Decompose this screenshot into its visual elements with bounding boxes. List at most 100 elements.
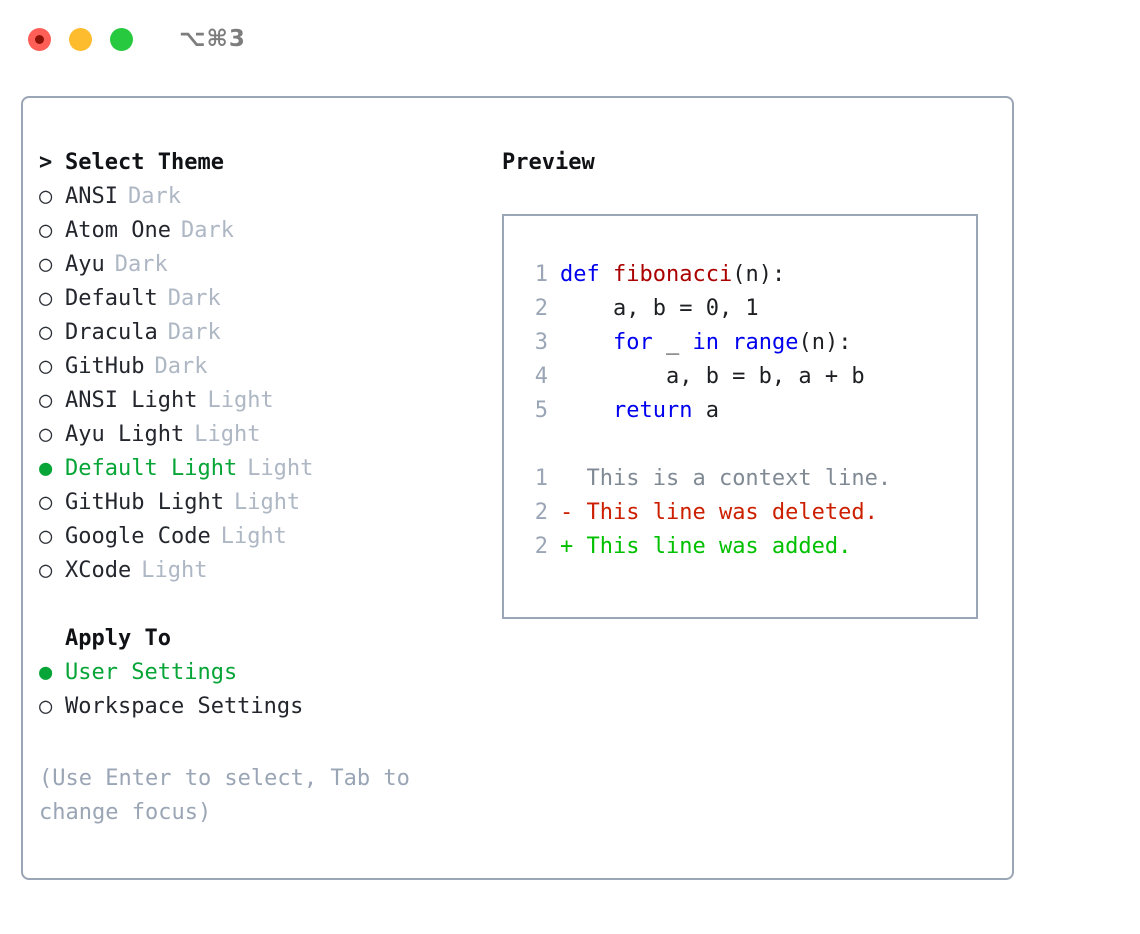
code-token-plain: a, b = 0, 1 bbox=[560, 296, 759, 321]
code-token-keyword: for bbox=[612, 330, 653, 355]
theme-list-item-github-light[interactable]: ○ GitHub Light Light bbox=[39, 486, 509, 520]
theme-tag: Light bbox=[233, 490, 301, 515]
code-line: 1 def fibonacci(n): bbox=[504, 258, 976, 292]
blank-marker: ○ bbox=[39, 622, 65, 656]
code-content: for _ in range(n): bbox=[560, 326, 851, 360]
code-token-plain: a bbox=[692, 398, 719, 423]
line-number: 3 bbox=[534, 330, 548, 355]
theme-label: Dracula bbox=[65, 320, 158, 345]
code-token-keyword: return bbox=[612, 398, 693, 423]
radio-selected-icon[interactable]: ● bbox=[39, 660, 53, 685]
apply-to-item-user-settings[interactable]: ● User Settings bbox=[39, 656, 509, 690]
diff-content: This line was deleted. bbox=[573, 500, 878, 525]
line-number: 5 bbox=[534, 398, 548, 423]
theme-list-item-default-light[interactable]: ● Default Light Light bbox=[39, 452, 509, 486]
radio-unselected-icon[interactable]: ○ bbox=[39, 218, 53, 243]
code-token-plain bbox=[560, 398, 613, 423]
maximize-window-button[interactable] bbox=[110, 27, 133, 51]
theme-list-item-dracula-dark[interactable]: ○ Dracula Dark bbox=[39, 316, 509, 350]
theme-list-item-ayu-dark[interactable]: ○ Ayu Dark bbox=[39, 248, 509, 282]
keyboard-shortcut-label: ⌥⌘3 bbox=[179, 26, 246, 52]
code-token-keyword: def bbox=[560, 262, 613, 287]
code-line: 5 return a bbox=[504, 394, 976, 428]
theme-list-item-ansi-light[interactable]: ○ ANSI Light Light bbox=[39, 384, 509, 418]
preview-code-box: 1 def fibonacci(n): 2 a, b = 0, 1 3 for … bbox=[502, 214, 978, 619]
line-number: 2 bbox=[534, 534, 548, 559]
theme-label: Google Code bbox=[65, 524, 211, 549]
diff-content: This line was added. bbox=[573, 534, 852, 559]
code-token-keyword: in range bbox=[692, 330, 799, 355]
code-line: 4 a, b = b, a + b bbox=[504, 360, 976, 394]
code-token-plain: (n): bbox=[798, 330, 852, 355]
radio-unselected-icon[interactable]: ○ bbox=[39, 252, 53, 277]
radio-unselected-icon[interactable]: ○ bbox=[39, 694, 53, 719]
radio-unselected-icon[interactable]: ○ bbox=[39, 388, 53, 413]
theme-label: Ayu Light bbox=[65, 422, 185, 447]
theme-list-item-ansi-dark[interactable]: ○ ANSI Dark bbox=[39, 180, 509, 214]
preview-column: Preview 1 def fibonacci(n): 2 a, b = 0, … bbox=[502, 146, 992, 619]
radio-unselected-icon[interactable]: ○ bbox=[39, 184, 53, 209]
theme-tag: Dark bbox=[114, 252, 168, 277]
radio-unselected-icon[interactable]: ○ bbox=[39, 320, 53, 345]
theme-list-item-xcode[interactable]: ○ XCode Light bbox=[39, 554, 509, 588]
radio-unselected-icon[interactable]: ○ bbox=[39, 558, 53, 583]
diff-line-deleted: 2 - This line was deleted. bbox=[504, 496, 976, 530]
line-number: 4 bbox=[534, 364, 548, 389]
theme-label: ANSI bbox=[65, 184, 118, 209]
theme-tag: Dark bbox=[180, 218, 234, 243]
theme-label: XCode bbox=[65, 558, 132, 583]
diff-line-added: 2 + This line was added. bbox=[504, 530, 976, 564]
theme-label: GitHub bbox=[65, 354, 145, 379]
diff-sign: + bbox=[560, 534, 574, 559]
code-line: 2 a, b = 0, 1 bbox=[504, 292, 976, 326]
theme-list-column: > Select Theme ○ ANSI Dark ○ Atom One Da… bbox=[39, 146, 509, 724]
code-content: def fibonacci(n): bbox=[560, 258, 785, 292]
line-number: 1 bbox=[534, 262, 548, 287]
theme-tag: Light bbox=[207, 388, 274, 413]
theme-label: Default bbox=[65, 286, 158, 311]
line-number: 2 bbox=[534, 500, 548, 525]
theme-tag: Light bbox=[247, 456, 314, 481]
code-token-plain: (n): bbox=[732, 262, 786, 287]
theme-list-item-github-dark[interactable]: ○ GitHub Dark bbox=[39, 350, 509, 384]
window-titlebar: ⌥⌘3 bbox=[0, 0, 1140, 78]
theme-tag: Light bbox=[220, 524, 287, 549]
theme-list-item-atom-one-dark[interactable]: ○ Atom One Dark bbox=[39, 214, 509, 248]
select-theme-heading-label: Select Theme bbox=[65, 150, 224, 175]
theme-tag: Light bbox=[194, 422, 261, 447]
radio-unselected-icon[interactable]: ○ bbox=[39, 422, 53, 447]
theme-label: GitHub Light bbox=[65, 490, 224, 515]
apply-to-item-workspace-settings[interactable]: ○ Workspace Settings bbox=[39, 690, 509, 724]
code-content: a, b = 0, 1 bbox=[560, 292, 759, 326]
code-token-plain: a, b = b, a + b bbox=[560, 364, 865, 389]
minimize-window-button[interactable] bbox=[69, 27, 92, 51]
close-window-button[interactable] bbox=[28, 27, 51, 51]
theme-label: ANSI Light bbox=[65, 388, 198, 413]
code-content: return a bbox=[560, 394, 719, 428]
theme-tag: Light bbox=[141, 558, 208, 583]
radio-unselected-icon[interactable]: ○ bbox=[39, 286, 53, 311]
radio-unselected-icon[interactable]: ○ bbox=[39, 490, 53, 515]
diff-sign: - bbox=[560, 500, 574, 525]
theme-list-item-google-code[interactable]: ○ Google Code Light bbox=[39, 520, 509, 554]
radio-selected-icon[interactable]: ● bbox=[39, 456, 53, 481]
theme-label: Default Light bbox=[65, 456, 238, 481]
radio-unselected-icon[interactable]: ○ bbox=[39, 524, 53, 549]
theme-label: Atom One bbox=[65, 218, 171, 243]
code-gap bbox=[504, 428, 976, 462]
theme-list-item-default-dark[interactable]: ○ Default Dark bbox=[39, 282, 509, 316]
theme-tag: Dark bbox=[127, 184, 181, 209]
radio-unselected-icon[interactable]: ○ bbox=[39, 354, 53, 379]
caret-icon: > bbox=[39, 150, 53, 175]
apply-to-label: Workspace Settings bbox=[65, 694, 304, 719]
theme-tag: Dark bbox=[167, 286, 221, 311]
diff-line-context: 1 This is a context line. bbox=[504, 462, 976, 496]
line-number: 2 bbox=[534, 296, 548, 321]
code-token-plain bbox=[560, 330, 613, 355]
line-number: 1 bbox=[534, 466, 548, 491]
theme-list-item-ayu-light[interactable]: ○ Ayu Light Light bbox=[39, 418, 509, 452]
section-spacer bbox=[39, 588, 509, 622]
apply-to-label: User Settings bbox=[65, 660, 238, 685]
select-theme-heading: > Select Theme bbox=[39, 146, 509, 180]
